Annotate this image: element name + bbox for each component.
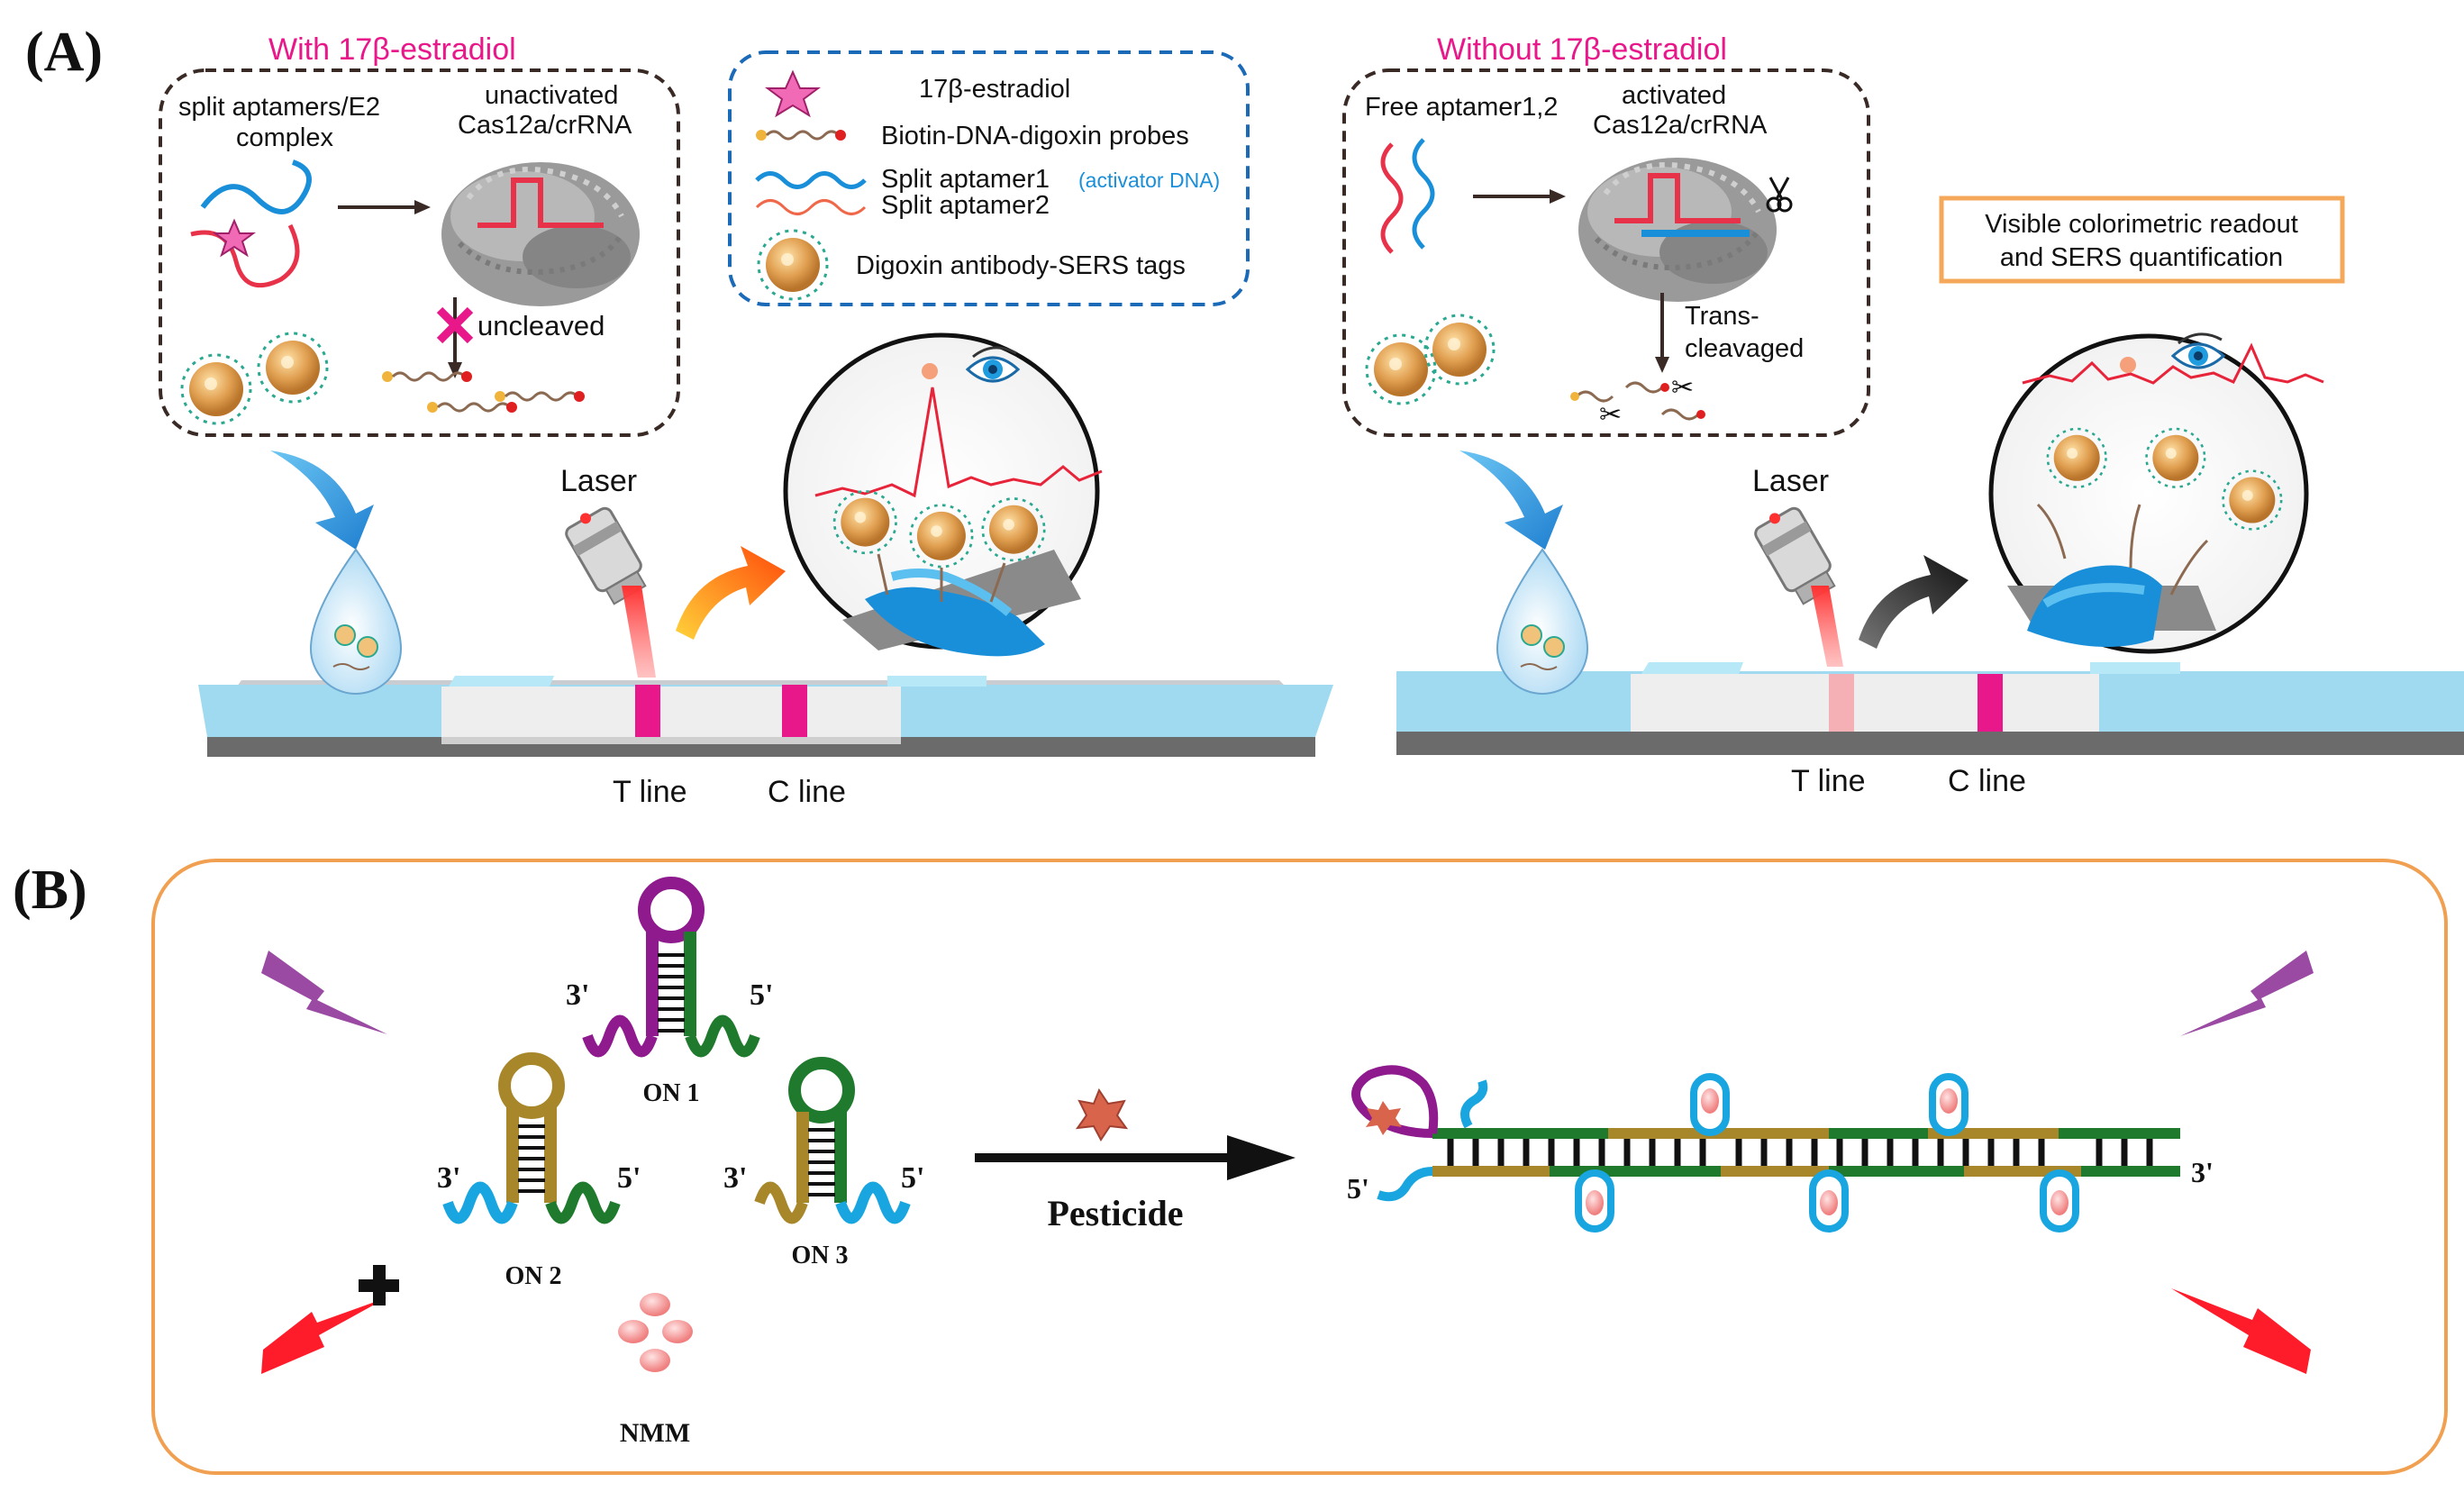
right-title: Without 17β-estradiol — [1437, 32, 1727, 67]
sers-tag-icon — [1423, 314, 1496, 386]
cleaved-probes-icon: ✂ ✂ — [1570, 373, 1705, 430]
laser-beam-left — [622, 586, 656, 678]
cas12a-activated-icon — [1578, 158, 1777, 302]
magnified-view-left — [783, 332, 1103, 657]
svg-text:✂: ✂ — [1671, 373, 1694, 403]
sample-drop-right — [1496, 548, 1589, 695]
pesticide-label: Pesticide — [1047, 1193, 1183, 1233]
on3-hairpin-icon — [754, 1057, 911, 1224]
c-line-right — [1978, 674, 2003, 732]
legend-sers: Digoxin antibody-SERS tags — [856, 251, 1186, 280]
on3-5prime: 5' — [901, 1161, 924, 1195]
probe-icon — [380, 369, 474, 384]
pesticide-star-icon — [1075, 1087, 1129, 1142]
t-line-label-right: T line — [1791, 764, 1866, 798]
unactivated-label: unactivated — [485, 81, 618, 110]
left-reaction-box — [159, 68, 680, 437]
trans-label: Trans- — [1685, 302, 1759, 331]
scissors-icon — [1766, 177, 1793, 213]
on3-label: ON 3 — [792, 1242, 849, 1269]
nmm-label: NMM — [620, 1418, 690, 1448]
legend-probe-icon — [754, 128, 848, 142]
swoosh-arrow-left — [270, 450, 374, 550]
laser-label-left: Laser — [560, 464, 637, 498]
nmm-icon — [618, 1293, 693, 1372]
on3-3prime: 3' — [723, 1161, 747, 1195]
sers-tag-icon — [180, 353, 252, 425]
cas12a-label-right: Cas12a/crRNA — [1593, 111, 1768, 140]
result-arrow-right — [1859, 555, 1968, 649]
swoosh-arrow-right — [1459, 450, 1563, 550]
svg-text:✂: ✂ — [1599, 400, 1622, 430]
panel-a-label: (A) — [25, 22, 103, 83]
product-5prime: 5' — [1347, 1172, 1369, 1205]
light-bolt-icon-bottom-left — [261, 1297, 387, 1374]
reaction-arrow-b — [1227, 1135, 1296, 1180]
cas12a-unactivated-icon — [441, 162, 640, 306]
left-title: With 17β-estradiol — [268, 32, 516, 67]
on2-hairpin-icon — [442, 1052, 621, 1224]
probe-icon — [493, 389, 586, 404]
legend-sers-icon — [757, 229, 829, 301]
on1-5prime: 5' — [750, 978, 773, 1012]
aptamer-complex-icon — [190, 159, 312, 288]
on2-5prime: 5' — [617, 1161, 641, 1195]
on2-3prime: 3' — [437, 1161, 460, 1195]
lateral-flow-strip-right — [1396, 662, 2464, 755]
sample-drop-left — [309, 548, 403, 695]
readout-line-2: and SERS quantification — [2000, 243, 2283, 272]
legend-box — [728, 50, 1250, 306]
on1-label: ON 1 — [643, 1079, 700, 1107]
legend-aptamer1: Split aptamer1 — [881, 165, 1050, 194]
on2-label: ON 2 — [505, 1262, 562, 1290]
complex-label: split aptamers/E2 — [178, 93, 380, 122]
legend-activator: (activator DNA) — [1078, 168, 1220, 192]
laser-beam-right — [1811, 586, 1843, 667]
magnified-view-right — [1988, 332, 2324, 654]
readout-line-1: Visible colorimetric readout — [1985, 210, 2298, 239]
legend-aptamer2: Split aptamer2 — [881, 191, 1050, 220]
dna-product-icon — [1351, 1065, 2180, 1233]
light-bolt-icon-bottom-right — [2171, 1288, 2311, 1374]
cross-icon — [436, 306, 474, 344]
probe-icon — [425, 400, 519, 414]
panel-b-label: (B) — [13, 860, 87, 921]
right-reaction-box — [1342, 68, 1870, 437]
panel-b-frame — [151, 859, 2448, 1475]
laser-icon-right — [1754, 506, 1836, 605]
product-3prime: 3' — [2191, 1156, 2214, 1188]
lateral-flow-strip-left — [198, 676, 1333, 757]
estradiol-legend-icon — [765, 69, 821, 118]
c-line-left — [782, 685, 807, 737]
plus-icon — [359, 1265, 399, 1306]
laser-label-right: Laser — [1752, 464, 1829, 498]
result-arrow-left — [676, 546, 786, 640]
activated-label: activated — [1622, 81, 1726, 110]
legend-aptamer1-icon — [755, 171, 867, 189]
readout-box — [1939, 196, 2345, 284]
legend-aptamer2-icon — [755, 199, 867, 215]
on1-3prime: 3' — [566, 978, 589, 1012]
t-line-right — [1829, 674, 1854, 732]
legend-estradiol: 17β-estradiol — [919, 75, 1070, 104]
on1-hairpin-icon — [582, 877, 760, 1058]
cleavaged-label: cleavaged — [1685, 334, 1804, 363]
uncleaved-label: uncleaved — [477, 310, 605, 341]
complex-label-2: complex — [236, 123, 333, 152]
free-aptamers-icon — [1380, 138, 1435, 254]
c-line-label-right: C line — [1948, 764, 2026, 798]
sers-tag-icon — [257, 332, 329, 404]
free-aptamer-label: Free aptamer1,2 — [1365, 93, 1558, 122]
cas12a-label-left: Cas12a/crRNA — [458, 111, 632, 140]
c-line-label-left: C line — [768, 775, 846, 809]
t-line-label-left: T line — [613, 775, 687, 809]
light-bolt-icon-top-right — [2180, 951, 2314, 1036]
legend-probe: Biotin-DNA-digoxin probes — [881, 122, 1189, 150]
light-bolt-icon-top-left — [261, 951, 387, 1034]
t-line-left — [635, 685, 660, 737]
